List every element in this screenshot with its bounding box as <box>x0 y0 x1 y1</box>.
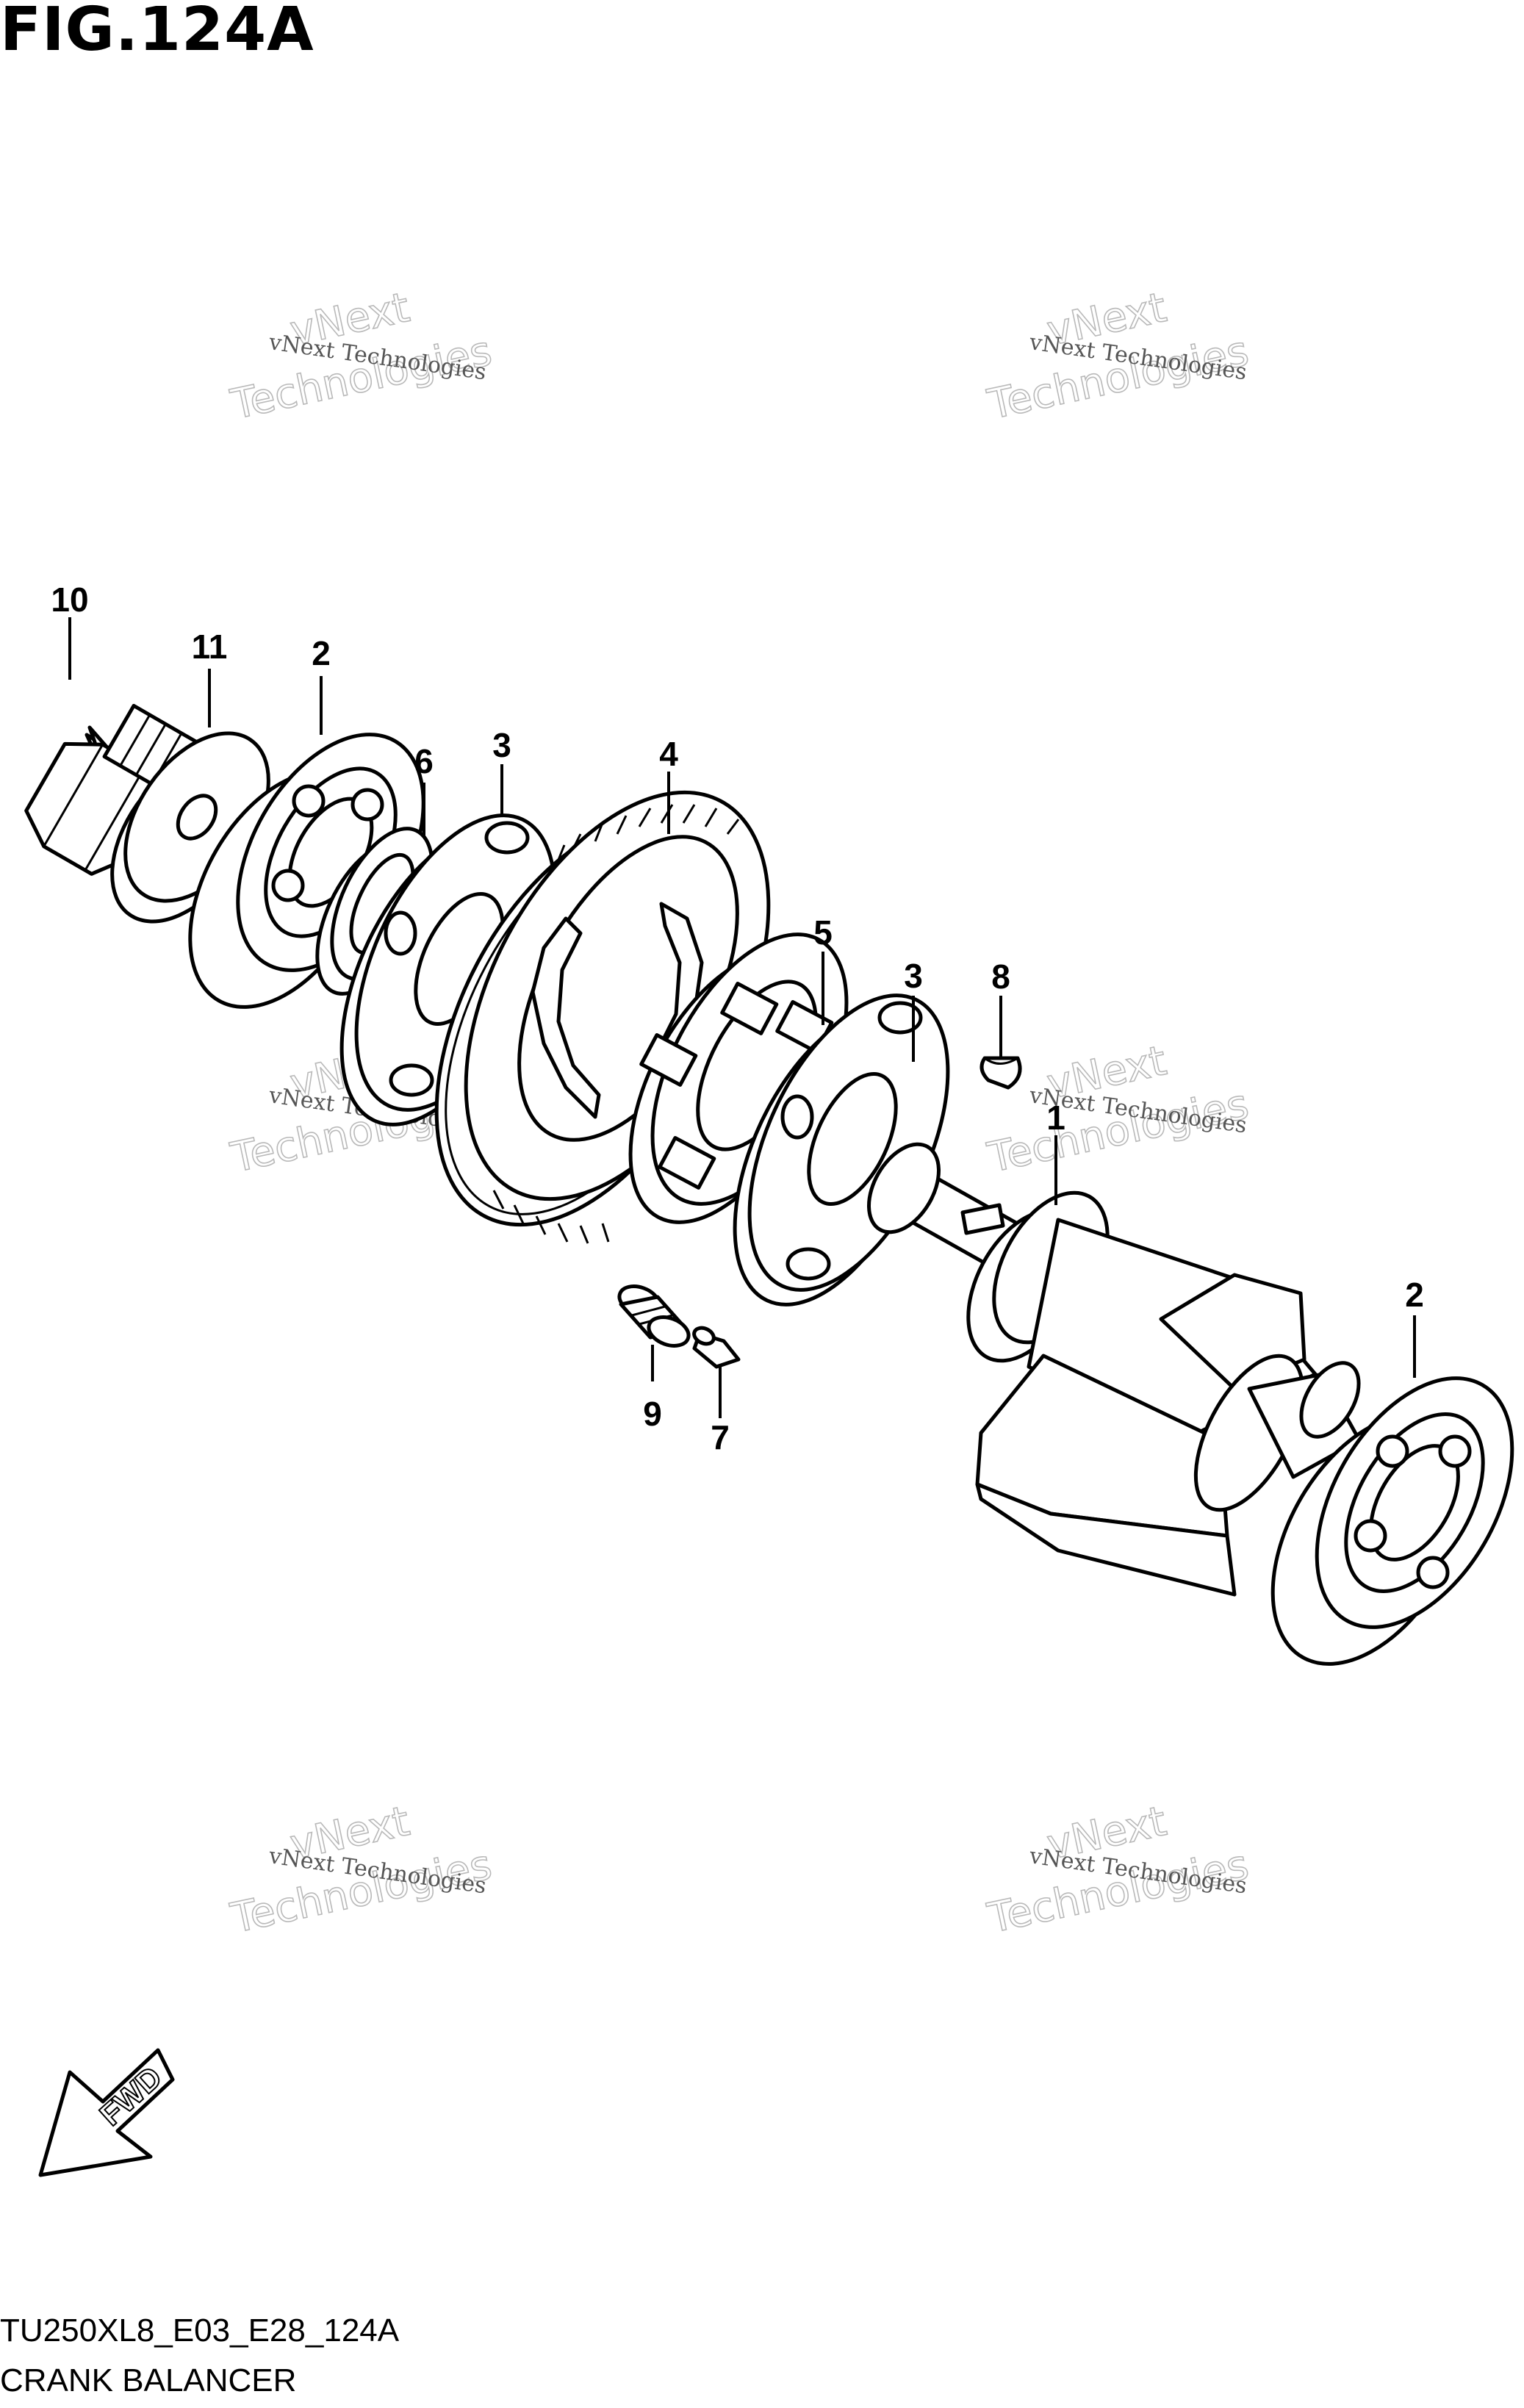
part-3-plate-left <box>339 813 557 1126</box>
callout-11: 11 <box>192 628 228 666</box>
figure-code: TU250XL8_E03_E28_124A <box>0 2312 400 2348</box>
watermark-middle-right: Technologies vNext vNext Technologies <box>983 1036 1254 1182</box>
callout-10: 10 <box>51 581 88 619</box>
watermark-bottom-left: Technologies vNext vNext Technologies <box>226 1797 497 1943</box>
watermark-top-left: Technologies vNext vNext Technologies <box>226 283 497 429</box>
callout-6: 6 <box>414 742 434 780</box>
callout-2-right: 2 <box>1405 1276 1424 1314</box>
callout-2-left: 2 <box>312 634 331 672</box>
callout-3-left: 3 <box>492 726 511 764</box>
figure-title: FIG.124A <box>0 0 314 65</box>
watermark-bottom-right: Technologies vNext vNext Technologies <box>983 1797 1254 1943</box>
callout-7: 7 <box>711 1418 730 1456</box>
callout-9: 9 <box>643 1395 662 1433</box>
leader-lines <box>68 617 1416 1418</box>
callout-1: 1 <box>1046 1099 1065 1137</box>
callout-3-right: 3 <box>904 957 923 995</box>
callout-5: 5 <box>813 913 833 952</box>
part-2-bearing-right <box>1270 1376 1514 1666</box>
callout-4: 4 <box>659 735 678 773</box>
part-7-pin <box>692 1326 741 1369</box>
fwd-arrow: FWD <box>38 2048 175 2177</box>
watermark-top-right: Technologies vNext vNext Technologies <box>983 283 1254 429</box>
callout-8: 8 <box>991 957 1010 996</box>
figure-name: CRANK BALANCER <box>0 2362 297 2398</box>
part-1-balancer-shaft <box>867 1142 1362 1597</box>
part-8-key <box>980 1056 1022 1090</box>
part-9-plug <box>617 1284 691 1348</box>
callouts: 10 11 2 6 3 4 5 3 8 1 2 9 7 <box>51 581 1423 1456</box>
